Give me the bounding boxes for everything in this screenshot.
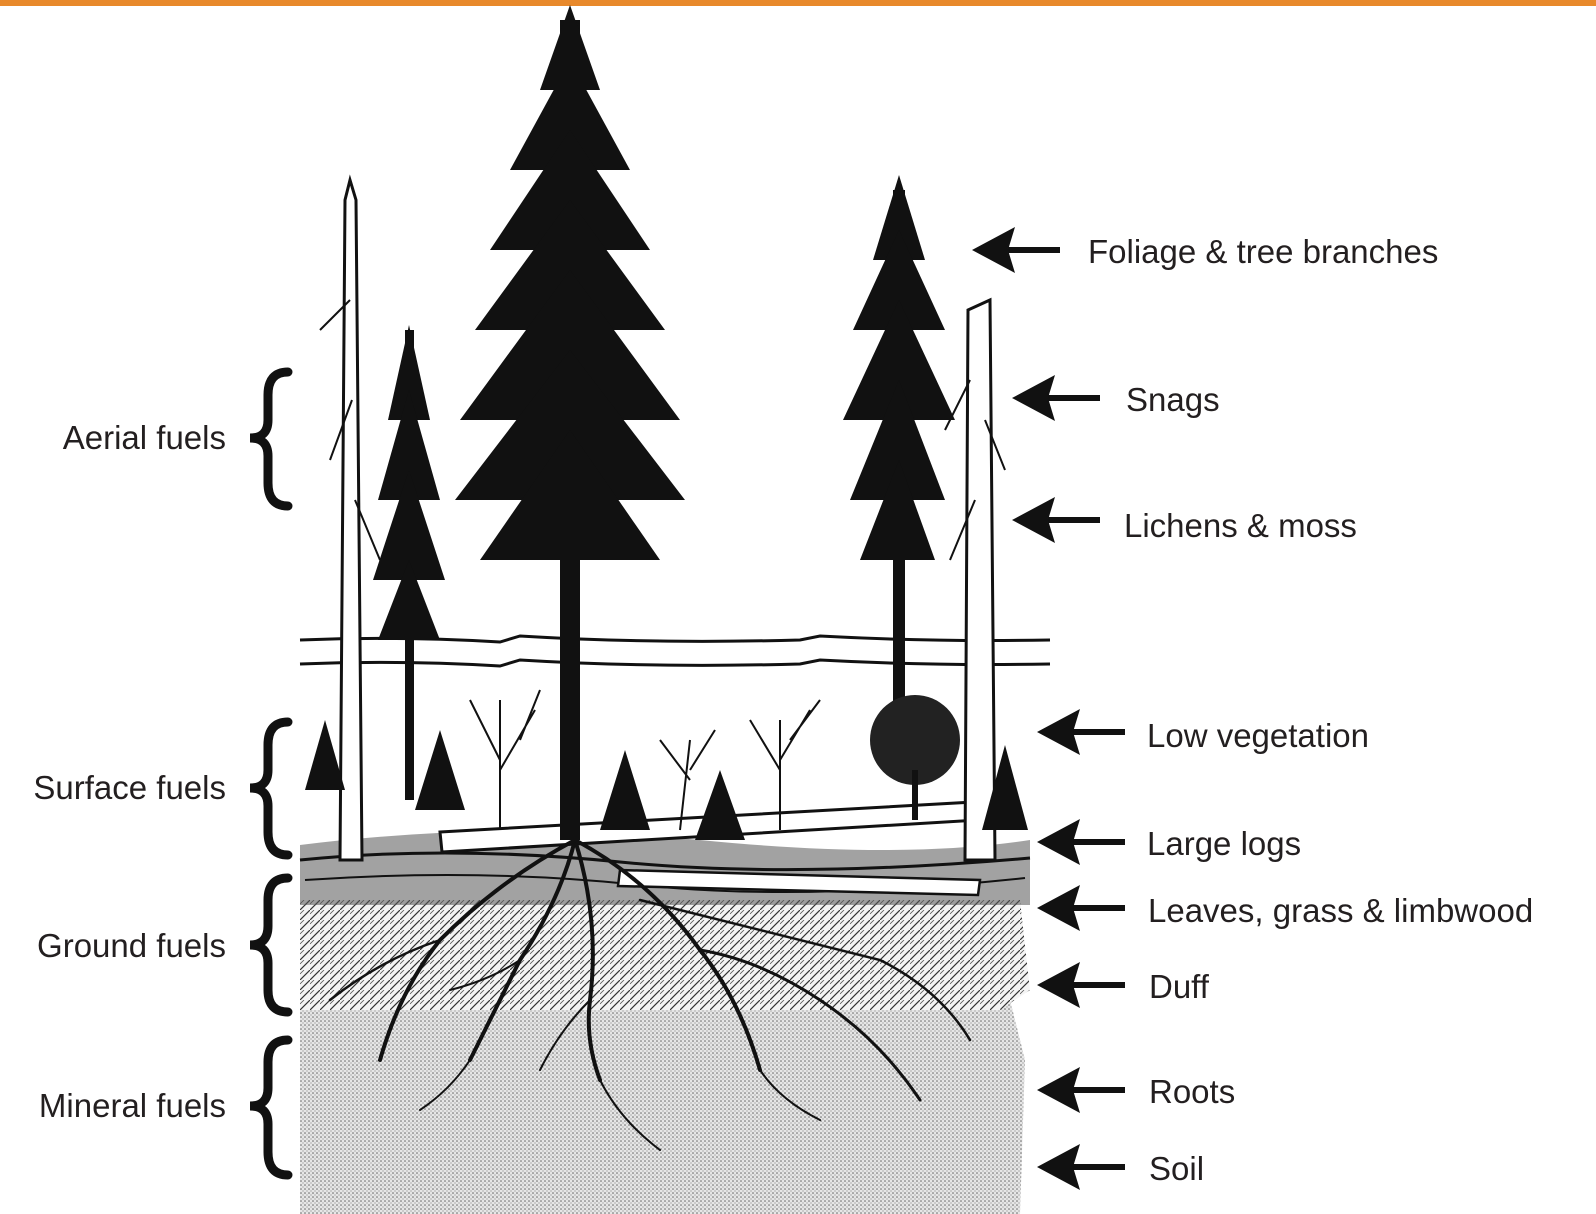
label-leaves: Leaves, grass & limbwood bbox=[1148, 894, 1533, 927]
category-surface-fuels: Surface fuels bbox=[33, 771, 226, 804]
soil-layer bbox=[300, 1000, 1025, 1214]
arrow-duff bbox=[1037, 962, 1125, 1008]
braces bbox=[250, 372, 288, 1175]
category-aerial-fuels: Aerial fuels bbox=[63, 421, 226, 454]
duff-layer bbox=[300, 900, 1030, 1010]
label-duff: Duff bbox=[1149, 970, 1209, 1003]
bare-shrubs bbox=[470, 690, 820, 830]
brace-surface bbox=[250, 722, 288, 855]
label-snags: Snags bbox=[1126, 383, 1220, 416]
category-mineral-fuels: Mineral fuels bbox=[39, 1089, 226, 1122]
label-lichens: Lichens & moss bbox=[1124, 509, 1357, 542]
arrow-leaves bbox=[1037, 885, 1125, 931]
arrow-lichens bbox=[1012, 497, 1100, 543]
brace-mineral bbox=[250, 1040, 288, 1175]
label-roots: Roots bbox=[1149, 1075, 1235, 1108]
arrow-low-veg bbox=[1037, 709, 1125, 755]
central-conifer bbox=[455, 5, 685, 840]
right-snag bbox=[945, 300, 1005, 860]
label-soil: Soil bbox=[1149, 1152, 1204, 1185]
arrow-snags bbox=[1012, 375, 1100, 421]
brace-aerial bbox=[250, 372, 288, 506]
arrow-large-logs bbox=[1037, 819, 1125, 865]
left-small-conifer bbox=[373, 325, 445, 800]
brace-ground bbox=[250, 878, 288, 1012]
label-low-vegetation: Low vegetation bbox=[1147, 719, 1369, 752]
arrow-soil bbox=[1037, 1144, 1125, 1190]
label-foliage: Foliage & tree branches bbox=[1088, 235, 1438, 268]
category-ground-fuels: Ground fuels bbox=[37, 929, 226, 962]
arrow-foliage bbox=[972, 227, 1060, 273]
label-large-logs: Large logs bbox=[1147, 827, 1301, 860]
arrow-roots bbox=[1037, 1067, 1125, 1113]
